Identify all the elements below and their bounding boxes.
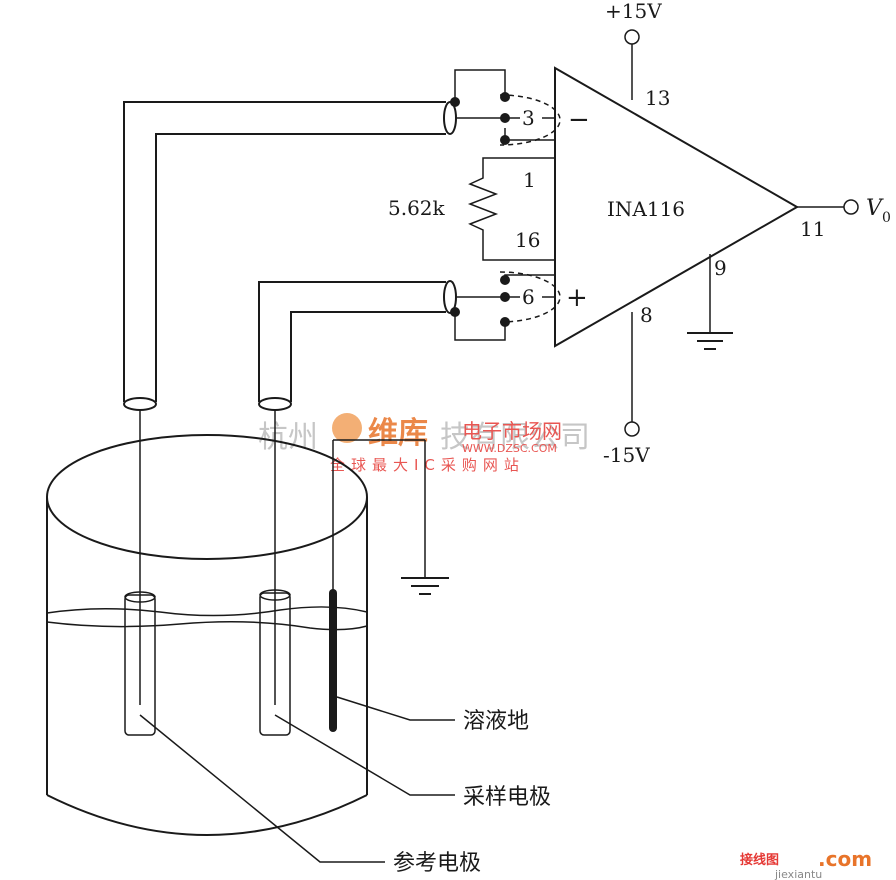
cable-sampling-inner — [290, 311, 446, 402]
pin-1-label: 1 — [523, 168, 536, 192]
junction-dot — [500, 135, 510, 145]
watermark-url: WWW.DZSC.COM — [462, 442, 557, 455]
pin-9-label: 9 — [714, 256, 727, 280]
junction-dot — [500, 113, 510, 123]
corner-logo: 接线图 — [740, 852, 779, 868]
guard-loop-top — [454, 69, 506, 102]
pin-11-label: 11 — [800, 217, 825, 241]
pin-13-label: 13 — [645, 86, 670, 110]
cable-reference-inner — [155, 133, 446, 402]
resistor-value: 5.62k — [388, 196, 446, 220]
amplifier-body — [554, 66, 800, 348]
junction-dot — [500, 92, 510, 102]
pin-16-label: 16 — [515, 228, 540, 252]
liquid-surface-front — [46, 621, 368, 631]
guard-oval-plus — [499, 271, 561, 323]
corner-watermark: 接线图 .com jiexiantu — [740, 847, 872, 880]
solution-ground-label: 溶液地 — [463, 709, 529, 734]
reference-electrode-label: 参考电极 — [393, 851, 481, 876]
guard-loop-bottom — [454, 312, 506, 341]
vminus-label: -15V — [603, 443, 650, 467]
junction-dot — [500, 317, 510, 327]
gain-resistor: 5.62k — [388, 157, 555, 261]
ina116-amplifier: − + INA116 1 16 — [515, 66, 800, 348]
beaker — [46, 434, 368, 836]
watermark: 杭州 技有限公司 维库 电子市场网 WWW.DZSC.COM 全球最大IC采购网… — [258, 413, 590, 474]
corner-url: jiexiantu — [774, 868, 822, 880]
pin-6-label: 6 — [522, 285, 535, 309]
watermark-brand-sub: 电子市场网 — [462, 419, 562, 443]
vminus-terminal — [624, 421, 640, 437]
reference-electrode — [124, 410, 156, 736]
callout-reference-line — [139, 714, 385, 863]
solution-ground-rod — [329, 439, 449, 732]
beaker-bottom — [46, 794, 368, 836]
power-supply: +15V 13 -15V 8 — [603, 0, 670, 467]
vplus-terminal — [624, 29, 640, 45]
watermark-company-tail: 技有限公司 — [440, 420, 590, 455]
cable-reference-end — [123, 397, 157, 411]
cable-sampling-end — [258, 397, 292, 411]
cable-reference-outer — [123, 101, 446, 402]
output-label: V — [866, 196, 884, 221]
callout-solution-ground-line — [336, 696, 455, 721]
cable-sampling-outer — [258, 281, 446, 402]
liquid-surface-back — [46, 606, 368, 617]
output-label-subscript: 0 — [882, 210, 891, 226]
pin-8-label: 8 — [640, 303, 653, 327]
beaker-rim — [46, 434, 368, 560]
output-terminal — [843, 199, 859, 215]
part-number: INA116 — [607, 197, 685, 221]
junction-dot — [500, 292, 510, 302]
minus-symbol: − — [568, 105, 590, 135]
watermark-brand: 维库 — [368, 416, 428, 451]
pin-3-label: 3 — [522, 106, 535, 130]
guard-oval-minus — [499, 94, 561, 146]
sampling-electrode — [259, 410, 291, 736]
sampling-electrode-label: 采样电极 — [463, 785, 551, 810]
watermark-logo-circle — [332, 413, 362, 443]
cable-sampling — [258, 280, 457, 411]
watermark-slogan: 全球最大IC采购网站 — [330, 456, 525, 474]
junction-dot — [500, 275, 510, 285]
junction-dot — [450, 97, 460, 107]
junction-dot — [450, 307, 460, 317]
vplus-label: +15V — [605, 0, 662, 23]
plus-symbol: + — [566, 283, 588, 313]
input-wiring: 3 6 — [450, 69, 561, 341]
reference-ground: 9 — [687, 254, 733, 350]
callout-sampling-line — [274, 714, 455, 796]
output: 11 V 0 — [797, 196, 891, 241]
corner-com: .com — [818, 847, 872, 871]
callouts: 溶液地 采样电极 参考电极 — [139, 696, 551, 876]
resistor-zigzag — [467, 157, 555, 261]
